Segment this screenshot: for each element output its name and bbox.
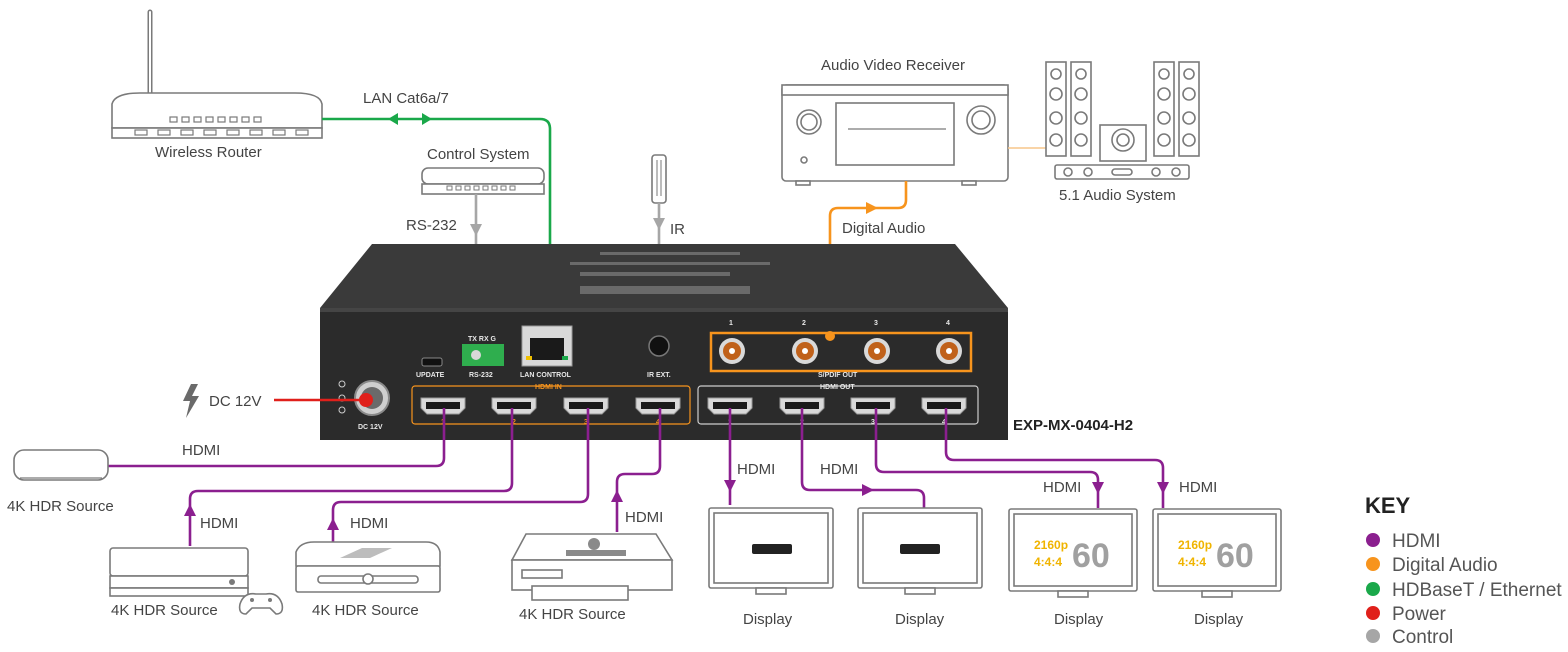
legend-dot-power xyxy=(1366,606,1380,620)
legend-title: KEY xyxy=(1365,493,1411,518)
digital-audio-label: Digital Audio xyxy=(842,220,925,237)
4k-player-icon xyxy=(295,541,441,593)
control-system-label: Control System xyxy=(427,146,530,163)
display-4-icon xyxy=(1152,508,1282,598)
dc-power-jack xyxy=(338,380,390,416)
display-1-icon xyxy=(708,507,834,595)
source3-label: 4K HDR Source xyxy=(312,602,419,619)
display4-resolution: 2160p xyxy=(1178,538,1212,552)
hdmi-in-port-2: 2 xyxy=(512,419,516,426)
wireless-router-label: Wireless Router xyxy=(155,144,262,161)
legend-dot-hdmi xyxy=(1366,533,1380,547)
panel-spdif-label: S/PDIF OUT xyxy=(818,372,858,379)
display3-chroma: 4:4:4 xyxy=(1034,555,1062,569)
hdmi-in-group xyxy=(411,385,691,425)
rs232-arrow xyxy=(470,224,482,236)
update-port xyxy=(421,357,443,367)
display-3-icon xyxy=(1008,508,1138,598)
avr-icon xyxy=(781,84,1009,186)
hdmi-cable-display-3 xyxy=(874,408,1100,508)
hdmi-cable-source-3 xyxy=(331,408,590,542)
hdmi-out-group xyxy=(697,385,979,425)
wireless-router-icon xyxy=(111,9,323,139)
hdmi-cable-source-2 xyxy=(188,408,514,546)
display4-hdmi-label: HDMI xyxy=(1179,479,1217,496)
spdif-port-1: 1 xyxy=(729,320,733,327)
lan-label: LAN Cat6a/7 xyxy=(363,90,449,107)
dc12v-label: DC 12V xyxy=(209,393,262,410)
legend-item-power: Power xyxy=(1392,604,1447,625)
rs232-terminal xyxy=(462,344,504,366)
source3-hdmi-label: HDMI xyxy=(350,515,388,532)
panel-update-label: UPDATE xyxy=(416,372,445,379)
legend-dot-audio xyxy=(1366,557,1380,571)
display3-hdmi-label: HDMI xyxy=(1043,479,1081,496)
legend-item-control: Control xyxy=(1392,627,1453,648)
power-icon xyxy=(183,384,199,418)
blu-ray-player-icon xyxy=(510,533,674,601)
streaming-box-icon xyxy=(13,449,109,481)
hdmi-cable-source-4 xyxy=(615,408,662,532)
matrix-unit xyxy=(320,244,1008,440)
source2-hdmi-label: HDMI xyxy=(200,515,238,532)
spdif-port-3: 3 xyxy=(874,320,878,327)
ir-ext-port xyxy=(648,335,670,357)
legend-item-hdmi: HDMI xyxy=(1392,531,1441,552)
display4-label: Display xyxy=(1194,611,1244,628)
display2-label: Display xyxy=(895,611,945,628)
panel-rs232-pins: TX RX G xyxy=(468,336,497,343)
hdmi-out-port-4: 4 xyxy=(942,419,946,426)
display3-resolution: 2160p xyxy=(1034,538,1068,552)
hdmi-in-port-3: 3 xyxy=(584,419,588,426)
lan-arrows xyxy=(388,113,432,125)
panel-rs232-label: RS-232 xyxy=(469,372,493,379)
ir-arrow xyxy=(653,218,665,230)
legend-item-ethernet: HDBaseT / Ethernet xyxy=(1392,580,1562,601)
panel-dc12v-label: DC 12V xyxy=(358,424,383,431)
audio-system-label: 5.1 Audio System xyxy=(1059,187,1176,204)
display-2-icon xyxy=(857,507,983,595)
legend: KEY HDMI Digital Audio HDBaseT / Etherne… xyxy=(1365,493,1562,648)
digital-audio-arrow xyxy=(866,202,878,214)
legend-item-audio: Digital Audio xyxy=(1392,555,1498,576)
spdif-port-2: 2 xyxy=(802,320,806,327)
display3-rate: 60 xyxy=(1072,537,1110,575)
legend-dot-control xyxy=(1366,629,1380,643)
panel-lan-label: LAN CONTROL xyxy=(520,372,572,379)
panel-ir-label: IR EXT. xyxy=(647,372,671,379)
game-console-icon xyxy=(109,547,284,615)
source4-hdmi-label: HDMI xyxy=(625,509,663,526)
spdif-group xyxy=(709,331,973,373)
rs232-label: RS-232 xyxy=(406,217,457,234)
display1-label: Display xyxy=(743,611,793,628)
source4-label: 4K HDR Source xyxy=(519,606,626,623)
display1-hdmi-label: HDMI xyxy=(737,461,775,478)
hdmi-in-port-4: 4 xyxy=(656,419,660,426)
display4-rate: 60 xyxy=(1216,537,1254,575)
display3-label: Display xyxy=(1054,611,1104,628)
source1-hdmi-label: HDMI xyxy=(182,442,220,459)
display2-hdmi-label: HDMI xyxy=(820,461,858,478)
source2-label: 4K HDR Source xyxy=(111,602,218,619)
lan-cable xyxy=(322,117,552,340)
model-label: EXP-MX-0404-H2 xyxy=(1013,417,1133,434)
ir-emitter-icon xyxy=(651,154,667,204)
panel-hdmi-in-label: HDMI IN xyxy=(535,384,562,391)
spdif-jacks xyxy=(719,338,962,364)
hdmi-cable-source-1 xyxy=(108,408,446,468)
hdmi-cable-display-4 xyxy=(944,408,1165,508)
legend-dot-ethernet xyxy=(1366,582,1380,596)
avr-label: Audio Video Receiver xyxy=(821,57,965,74)
ir-label: IR xyxy=(670,221,685,238)
hdmi-out-port-3: 3 xyxy=(871,419,875,426)
source1-label: 4K HDR Source xyxy=(7,498,114,515)
display4-chroma: 4:4:4 xyxy=(1178,555,1206,569)
spdif-port-4: 4 xyxy=(946,320,950,327)
panel-hdmi-out-label: HDMI OUT xyxy=(820,384,855,391)
speaker-system-icon xyxy=(1045,61,1200,180)
control-system-icon xyxy=(421,167,545,195)
